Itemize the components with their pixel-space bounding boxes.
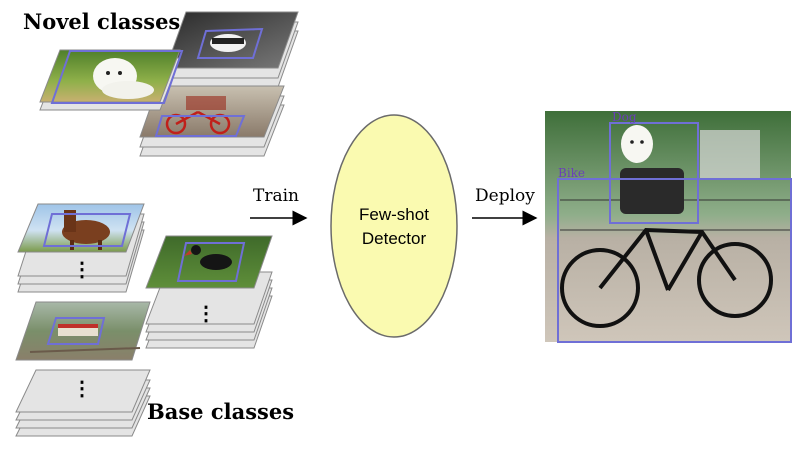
base-stack-left-top: ⋮ <box>17 203 145 293</box>
detection-box-bike <box>557 178 792 343</box>
bbox <box>42 213 132 247</box>
car-card-stack <box>165 11 299 88</box>
bike-card-stack <box>139 85 285 157</box>
dog-on-bike-photo: Dog Bike <box>545 110 792 343</box>
bbox <box>176 242 246 282</box>
train-label: Train <box>253 186 299 206</box>
detector-label-line2: Detector <box>362 229 427 248</box>
base-classes-title: Base classes <box>147 399 294 424</box>
base-stack-left-bottom: ⋮ <box>15 301 151 437</box>
detection-label-dog: Dog <box>612 110 637 124</box>
bbox <box>196 27 264 59</box>
bike-thumbnail <box>139 85 285 138</box>
ellipsis-icon: ⋮ <box>196 301 216 325</box>
ellipsis-icon: ⋮ <box>72 376 92 400</box>
base-stack-right: ⋮ <box>145 235 273 349</box>
bbox <box>46 317 106 345</box>
detector-label-line1: Few-shot <box>359 205 429 224</box>
ellipsis-icon: ⋮ <box>72 257 92 281</box>
deploy-label: Deploy <box>475 186 535 206</box>
detection-label-bike: Bike <box>558 166 585 180</box>
novel-classes-title: Novel classes <box>23 9 180 34</box>
dog-card-stack <box>39 49 184 111</box>
bbox <box>154 115 246 137</box>
bbox <box>50 50 184 104</box>
few-shot-detector-node <box>330 114 458 338</box>
detection-box-dog <box>609 122 699 224</box>
